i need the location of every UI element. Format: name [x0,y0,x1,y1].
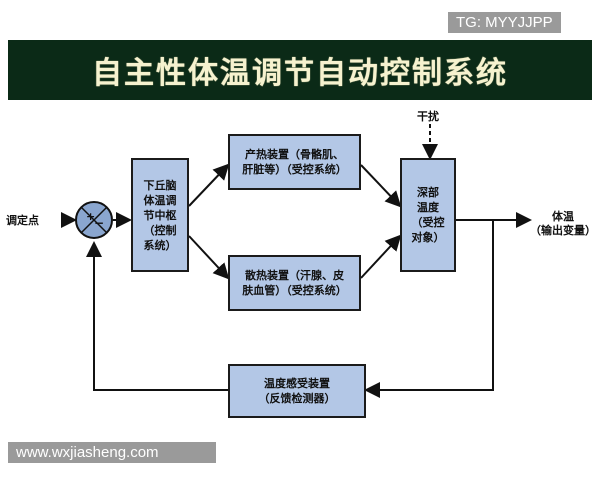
comparator-circle [75,201,113,239]
arrow-dissipation-to-deep [360,234,402,279]
comparator-plus: + [86,210,96,223]
title-band: 自主性体温调节自动控制系统 [8,40,592,100]
feedback-line-down [364,220,494,398]
hypothalamus-box: 下丘脑 体温调 节中枢 （控制 系统） [131,158,189,272]
temperature-sensor-box: 温度感受装置 （反馈检测器） [228,364,366,418]
comparator-minus: − [94,216,105,230]
arrow-hypothalamus-to-dissipation [188,235,230,280]
setpoint-label: 调定点 [6,214,39,227]
diagram-title: 自主性体温调节自动控制系统 [92,56,508,91]
disturbance-label: 干扰 [417,110,439,123]
watermark-top-right: TG: MYYJJPP [448,12,561,33]
watermark-bottom-left: www.wxjiasheng.com [8,442,216,463]
deep-temperature-box: 深部 温度 （受控 对象） [400,158,456,272]
arrow-hypothalamus-to-production [188,163,230,207]
output-label: 体温 （输出变量） [530,210,596,237]
heat-dissipation-box: 散热装置（汗腺、皮 肤血管）（受控系统） [228,255,361,311]
feedback-line-up [86,241,228,391]
arrow-production-to-deep [360,164,402,208]
heat-production-box: 产热装置（骨骼肌、 肝脏等）（受控系统） [228,134,361,190]
